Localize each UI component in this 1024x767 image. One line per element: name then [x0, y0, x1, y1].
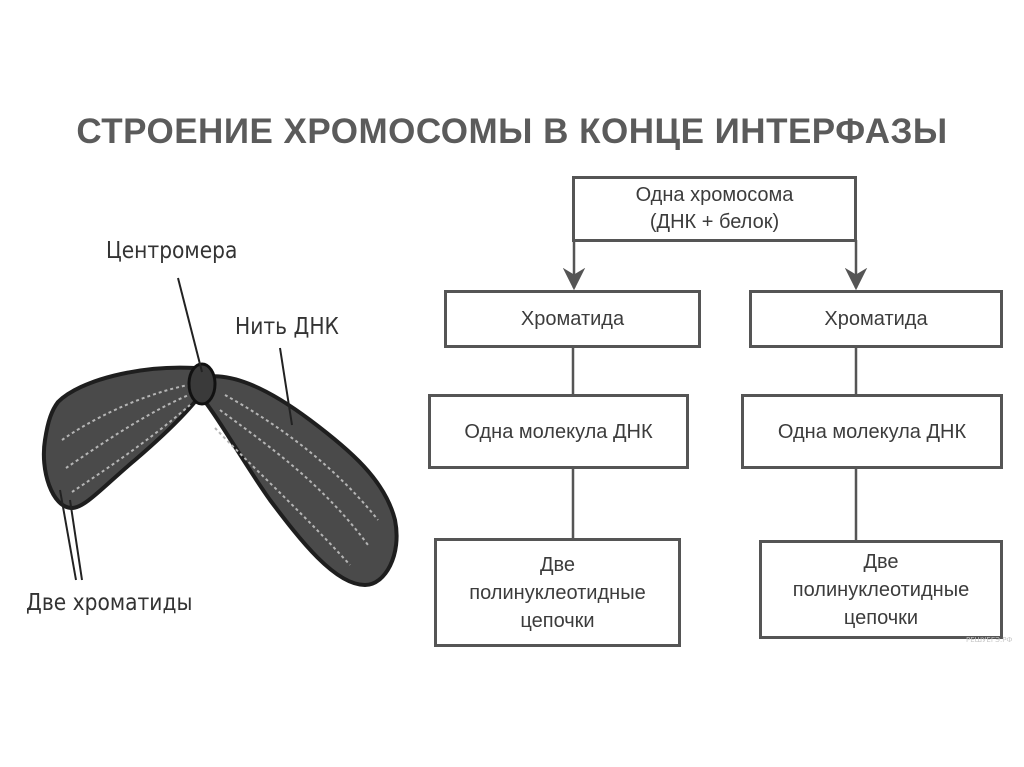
right-arm — [198, 374, 399, 588]
right-chromatid-label: Хроматида — [824, 308, 928, 330]
root-line-2: (ДНК + белок) — [649, 211, 780, 233]
centromere-pointer — [177, 277, 203, 373]
two-chromatids-label: Две хроматиды — [26, 590, 193, 616]
right-molecule-label: Одна молекула ДНК — [777, 420, 967, 443]
left-dna-molecule-box: Одна молекула ДНК — [428, 394, 689, 469]
left-chains-line-2: полинуклеотидные — [469, 581, 646, 604]
root-chromosome-box: Одна хромосома (ДНК + белок) — [572, 176, 857, 242]
dna-thread-label: Нить ДНК — [235, 314, 339, 340]
left-arm — [41, 365, 213, 511]
chromatid-pointer-2 — [59, 489, 77, 581]
left-chromatid-box: Хроматида — [444, 290, 701, 348]
right-chains-line-3: цепочки — [843, 606, 919, 629]
centromere-knot — [187, 362, 217, 406]
right-chains-line-2: полинуклеотидные — [792, 578, 970, 601]
right-chains-line-1: Две — [863, 550, 899, 573]
dna-pointer — [279, 347, 293, 426]
left-chains-box: Две полинуклеотидные цепочки — [434, 538, 681, 647]
diagram-title: СТРОЕНИЕ ХРОМОСОМЫ В КОНЦЕ ИНТЕРФАЗЫ — [76, 112, 948, 151]
right-dna-molecule-box: Одна молекула ДНК — [741, 394, 1003, 469]
left-chains-line-3: цепочки — [520, 609, 595, 632]
chromosome-illustration — [41, 277, 399, 588]
chromatid-pointer-1 — [69, 499, 83, 581]
right-chains-box: Две полинуклеотидные цепочки — [759, 540, 1003, 639]
watermark: РЕШУЕГЭ.РФ — [966, 636, 1013, 644]
centromere-label: Центромера — [106, 238, 238, 264]
left-chains-line-1: Две — [539, 553, 576, 576]
root-line-1: Одна хромосома — [635, 184, 794, 206]
left-molecule-label: Одна молекула ДНК — [464, 420, 653, 443]
left-chromatid-label: Хроматида — [520, 308, 625, 330]
right-chromatid-box: Хроматида — [749, 290, 1003, 348]
